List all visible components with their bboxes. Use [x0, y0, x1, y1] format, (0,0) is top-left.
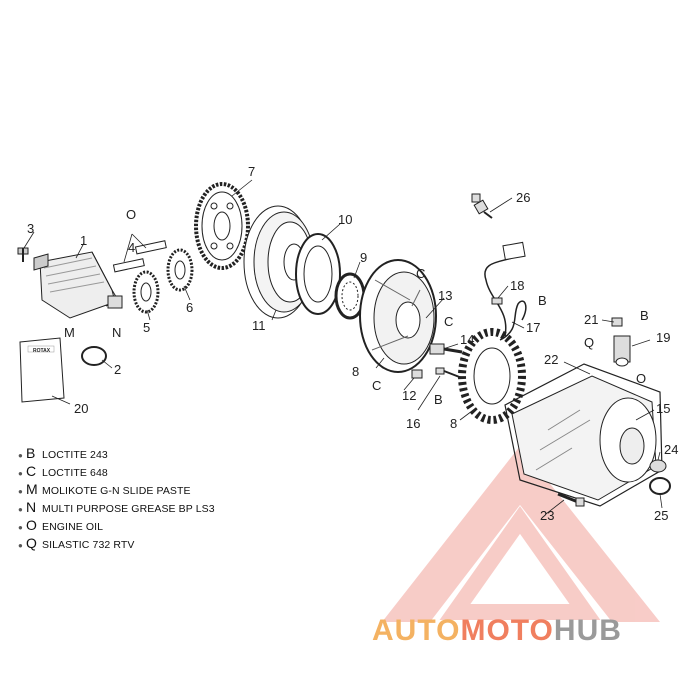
legend-row-b: ● B LOCTITE 243	[18, 445, 278, 463]
part-number-12: 12	[402, 388, 416, 403]
legend-row-m: ● M MOLIKOTE G-N SLIDE PASTE	[18, 481, 278, 499]
leader-lines	[23, 179, 663, 515]
legend-text: ENGINE OIL	[42, 521, 104, 533]
rotor-8	[359, 259, 437, 373]
legend-key: B	[26, 445, 36, 461]
part-number-1: 1	[80, 233, 87, 248]
bolt-23	[557, 492, 585, 507]
code-b-14: B	[434, 392, 443, 407]
cover-15	[511, 375, 657, 501]
part-number-8a: 8	[352, 364, 359, 379]
code-b-18: B	[538, 293, 547, 308]
bracket-19	[613, 335, 631, 367]
code-q-22: Q	[584, 335, 594, 350]
code-b-21: B	[640, 308, 649, 323]
screw-3	[17, 247, 29, 262]
part-number-2: 2	[114, 362, 121, 377]
part-number-4: 4	[128, 240, 135, 255]
drop-icon: ●	[18, 505, 23, 514]
plug-24	[649, 459, 667, 473]
owner-manual-20	[19, 337, 65, 403]
watermark-part-2: MOTO	[460, 614, 554, 647]
code-m-1: M	[64, 325, 75, 340]
legend-key: C	[26, 463, 37, 479]
watermark-part-1: AUTO	[372, 614, 461, 647]
code-c-mid: C	[444, 314, 453, 329]
part-number-14: 14	[460, 332, 474, 347]
drop-icon: ●	[18, 451, 23, 460]
drop-icon: ●	[18, 523, 23, 532]
legend-row-o: ● O ENGINE OIL	[18, 517, 278, 535]
part-number-19: 19	[656, 330, 670, 345]
starter-motor	[33, 251, 123, 319]
part-number-7: 7	[248, 164, 255, 179]
part-number-17: 17	[526, 320, 540, 335]
drop-icon: ●	[18, 541, 23, 550]
drop-icon: ●	[18, 469, 23, 478]
lubricant-legend: ● B LOCTITE 243 ● C LOCTITE 648 ● M MOLI…	[18, 445, 278, 553]
legend-text: MULTI PURPOSE GREASE BP LS3	[42, 503, 215, 515]
lubricant-codes: O C C C B B B Q O M N	[64, 207, 649, 407]
pins-4	[112, 240, 167, 273]
part-number-13: 13	[438, 288, 452, 303]
part-number-23: 23	[540, 508, 554, 523]
part-number-24: 24	[664, 442, 678, 457]
legend-row-n: ● N MULTI PURPOSE GREASE BP LS3	[18, 499, 278, 517]
manual-logo: ROTAX	[33, 348, 51, 354]
code-c-top: C	[416, 266, 425, 281]
part-number-5: 5	[143, 320, 150, 335]
part-number-11: 11	[252, 318, 266, 333]
part-number-26: 26	[516, 190, 530, 205]
plate-10	[295, 233, 341, 315]
part-number-25: 25	[654, 508, 668, 523]
legend-row-c: ● C LOCTITE 648	[18, 463, 278, 481]
stator-8	[458, 328, 526, 424]
o-ring-2	[81, 346, 107, 366]
legend-key: Q	[26, 535, 37, 551]
connector	[502, 241, 526, 261]
part-number-22: 22	[544, 352, 558, 367]
legend-text: SILASTIC 732 RTV	[42, 539, 135, 551]
code-o-19: O	[636, 371, 646, 386]
part-number-10: 10	[338, 212, 352, 227]
legend-text: MOLIKOTE G-N SLIDE PASTE	[42, 485, 191, 497]
seal-25	[649, 477, 671, 495]
watermark-triangle	[382, 446, 660, 622]
part-number-9: 9	[360, 250, 367, 265]
part-number-8b: 8	[450, 416, 457, 431]
code-n-1: N	[112, 325, 121, 340]
gear-6	[166, 248, 194, 292]
part-number-16: 16	[406, 416, 420, 431]
part-number-15: 15	[656, 401, 670, 416]
legend-text: LOCTITE 648	[42, 467, 108, 479]
sensor-26	[471, 193, 493, 219]
part-number-20: 20	[74, 401, 88, 416]
clip-18	[491, 297, 503, 305]
screw-12	[411, 369, 423, 379]
legend-row-q: ● Q SILASTIC 732 RTV	[18, 535, 278, 553]
legend-text: LOCTITE 243	[42, 449, 108, 461]
part-number-3: 3	[27, 221, 34, 236]
large-gear-7	[194, 182, 250, 270]
gear-5	[132, 270, 160, 314]
watermark-brand: AUTOMOTOHUB	[372, 614, 622, 648]
code-c-12: C	[372, 378, 381, 393]
part-number-6: 6	[186, 300, 193, 315]
bolt-14	[429, 343, 463, 355]
legend-key: O	[26, 517, 37, 533]
legend-key: M	[26, 481, 38, 497]
wiring-harness-17	[484, 257, 527, 341]
part-number-21: 21	[584, 312, 598, 327]
part-number-18: 18	[510, 278, 524, 293]
code-o-top: O	[126, 207, 136, 222]
drop-icon: ●	[18, 487, 23, 496]
legend-key: N	[26, 499, 37, 515]
watermark-part-3: HUB	[553, 614, 622, 647]
part-numbers: 1 2 3 4 5 6 7 8 8 9 10 11 12 13 14 15 16…	[27, 164, 678, 523]
